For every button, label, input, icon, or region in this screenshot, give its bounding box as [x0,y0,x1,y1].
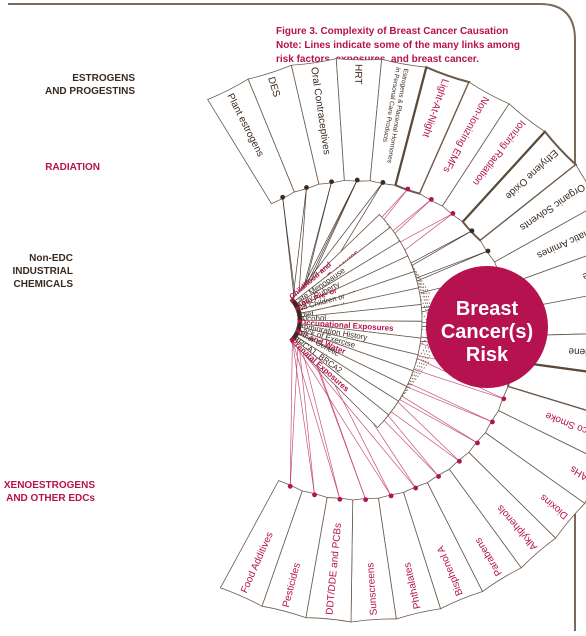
left-link-dot [475,441,480,446]
caption-line-2: Note: Lines indicate some of the many li… [276,40,520,51]
group-estrogens-line-1: ESTROGENS [72,73,135,84]
left-link-dot [413,486,418,491]
group-nonedc-line-1: Non-EDC [29,253,73,264]
left-link-dot [280,195,285,200]
left-link-dot [389,493,394,498]
left-item: HRT [352,64,363,85]
left-link-dot [486,249,491,254]
left-link-dot [490,420,495,425]
left-link-dot [429,197,434,202]
group-xeno-line-1: XENOESTROGENS [4,480,95,491]
left-link-dot [363,497,368,502]
outcome-line-1: Breast [456,298,519,320]
left-link-dot [329,179,334,184]
left-link-dot [470,228,475,233]
left-link-dot [457,459,462,464]
group-xeno-line-2: AND OTHER EDCs [6,493,95,504]
left-link-dot [380,180,385,185]
caption-line-1: Figure 3. Complexity of Breast Cancer Ca… [276,26,508,37]
left-link-dot [501,396,506,401]
group-estrogens-line-2: AND PROGESTINS [45,86,135,97]
group-nonedc-line-2: INDUSTRIAL [12,266,73,277]
right-link-dot [290,338,295,343]
group-nonedc-line-3: CHEMICALS [14,279,74,290]
left-link-dot [337,497,342,502]
left-link-dot [436,474,441,479]
left-link-dot [355,178,360,183]
left-link-dot [451,211,456,216]
left-link-dot [312,492,317,497]
left-link-dot [405,187,410,192]
outcome-line-3: Risk [466,344,509,366]
left-item-label: HRT [352,64,363,85]
outcome-line-2: Cancer(s) [441,321,533,343]
group-radiation: RADIATION [45,162,100,173]
left-link-dot [288,484,293,489]
left-link-dot [304,185,309,190]
